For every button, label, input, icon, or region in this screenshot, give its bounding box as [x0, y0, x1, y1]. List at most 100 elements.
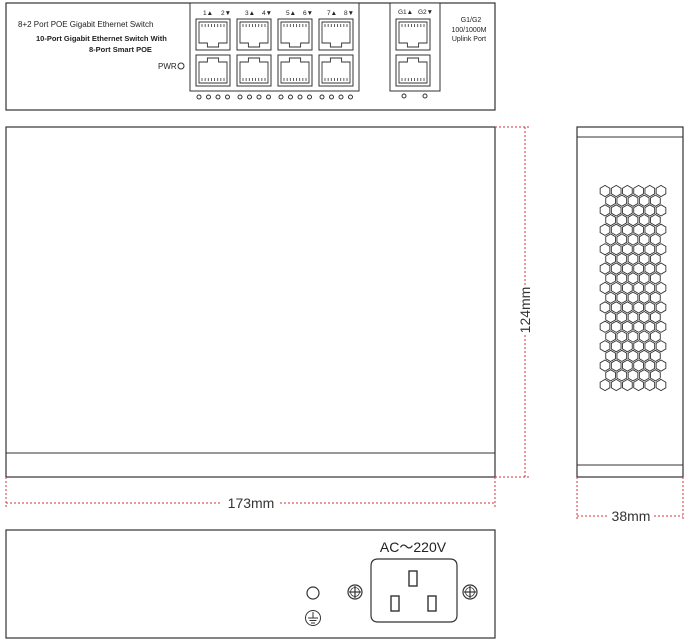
port-led	[247, 94, 252, 100]
port-led	[329, 94, 334, 100]
width-dimension: 173mm	[5, 477, 496, 511]
vent-hole	[650, 252, 661, 266]
power-inlet-earth-pin	[408, 570, 418, 587]
vent-hole	[650, 291, 661, 304]
vent-hole	[610, 340, 622, 353]
vent-hole	[599, 301, 611, 314]
vent-hole	[599, 243, 611, 256]
port-led	[338, 94, 344, 100]
vent-hole	[644, 340, 656, 353]
vent-hole	[627, 252, 639, 266]
vent-hole	[650, 233, 661, 246]
ground-icon	[305, 610, 321, 626]
side-view-outline	[576, 126, 684, 478]
rj45-port	[395, 54, 431, 87]
uplink-title-line2: 100/1000M	[451, 27, 486, 34]
port-led	[225, 94, 230, 100]
vent-hole	[622, 359, 633, 372]
vent-hole	[655, 340, 667, 353]
vent-hole	[610, 301, 622, 314]
rj45-port	[195, 18, 231, 51]
vent-hole	[655, 223, 667, 236]
rear-panel: AC～220V	[5, 529, 496, 639]
uplink-led	[422, 93, 428, 99]
ground-terminal	[306, 586, 320, 600]
vent-hole	[655, 262, 667, 275]
vent-hole	[610, 320, 622, 333]
vent-hole	[627, 291, 639, 304]
rj45-port	[236, 54, 272, 87]
vent-hole	[633, 340, 644, 353]
port-label: 2▼	[221, 10, 231, 17]
vent-hole	[610, 223, 622, 236]
power-inlet	[370, 558, 458, 623]
port-led	[256, 94, 262, 100]
vent-hole	[655, 184, 667, 198]
vent-hole	[622, 243, 633, 256]
front-panel-subtitle-line1: 10-Port Gigabit Ethernet Switch With	[36, 34, 167, 43]
top-view	[5, 126, 496, 478]
vent-hole	[638, 252, 650, 266]
vent-hole	[650, 330, 661, 343]
vent-hole	[622, 340, 633, 353]
port-led	[266, 94, 271, 100]
vent-hole	[605, 233, 616, 246]
vent-hole	[610, 262, 622, 275]
rj45-port	[277, 54, 313, 87]
vent-hole	[605, 291, 616, 304]
vent-hole	[622, 204, 633, 217]
rj45-port	[318, 54, 354, 87]
uplink-title-line3: Uplink Port	[452, 36, 486, 43]
port-label: 1▲	[203, 10, 213, 17]
vent-hole	[627, 369, 639, 382]
height-dimension-label: 124mm	[517, 287, 533, 334]
port-label: 4▼	[262, 10, 272, 17]
vent-hole	[622, 262, 633, 275]
uplink-led	[401, 93, 407, 99]
vent-hole	[633, 223, 644, 236]
rj45-port	[277, 18, 313, 51]
vent-hole	[655, 204, 667, 217]
port-label: 5▲	[286, 10, 296, 17]
vent-hole	[616, 233, 628, 246]
port-led	[237, 94, 243, 100]
vent-hole	[644, 243, 656, 256]
vent-hole	[638, 369, 650, 382]
port-led	[348, 94, 353, 100]
vent-hole	[650, 272, 661, 285]
vent-hole	[655, 359, 667, 372]
vent-hole	[616, 291, 628, 304]
vent-hole	[633, 243, 644, 256]
top-view-outline	[5, 126, 496, 478]
vent-hole	[605, 252, 616, 266]
vent-hole	[605, 330, 616, 343]
rj45-port	[195, 54, 231, 87]
rj45-ports	[195, 18, 354, 87]
vent-hole	[644, 320, 656, 333]
vent-hole	[610, 359, 622, 372]
vent-hole	[633, 359, 644, 372]
front-panel: 8+2 Port POE Gigabit Ethernet Switch 10-…	[5, 2, 496, 111]
vent-hole	[605, 310, 616, 324]
vent-hole	[644, 301, 656, 314]
vent-hole	[633, 262, 644, 275]
vent-hole	[644, 281, 656, 295]
front-panel-title: 8+2 Port POE Gigabit Ethernet Switch	[18, 20, 153, 29]
vent-hole	[610, 281, 622, 295]
vent-hole	[610, 204, 622, 217]
screw-icon	[347, 584, 363, 600]
power-inlet-pin	[427, 595, 437, 612]
vent-hole	[638, 291, 650, 304]
vent-hole	[627, 349, 639, 363]
port-label: 6▼	[303, 10, 313, 17]
vent-hole	[655, 243, 667, 256]
vent-hole	[622, 184, 633, 198]
power-inlet-pin	[390, 595, 400, 612]
vent-hole	[627, 194, 639, 207]
vent-hole	[599, 281, 611, 295]
vent-hole	[616, 252, 628, 266]
vent-hole	[616, 369, 628, 382]
front-panel-subtitle-line2: 8-Port Smart POE	[89, 45, 152, 54]
power-label: AC～220V	[380, 539, 447, 555]
